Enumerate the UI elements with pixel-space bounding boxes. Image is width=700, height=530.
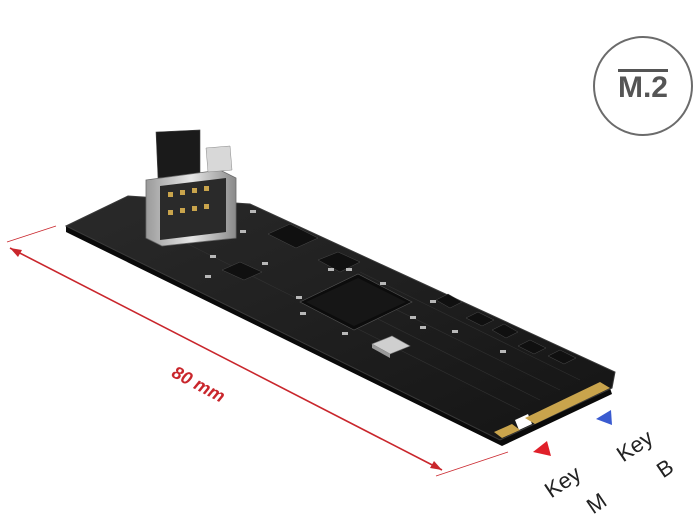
controller-chip — [299, 273, 413, 331]
pin-header-connector — [145, 129, 237, 247]
m2-badge: M.2 — [593, 36, 693, 136]
smd-components — [205, 210, 506, 353]
crystal-oscillator — [371, 335, 411, 358]
small-ic-chips — [221, 223, 577, 365]
key-m-marker — [533, 441, 551, 456]
badge-label: M.2 — [617, 69, 668, 104]
key-b-marker — [596, 410, 612, 425]
dimension-line — [6, 225, 509, 477]
gold-contacts — [494, 382, 610, 438]
